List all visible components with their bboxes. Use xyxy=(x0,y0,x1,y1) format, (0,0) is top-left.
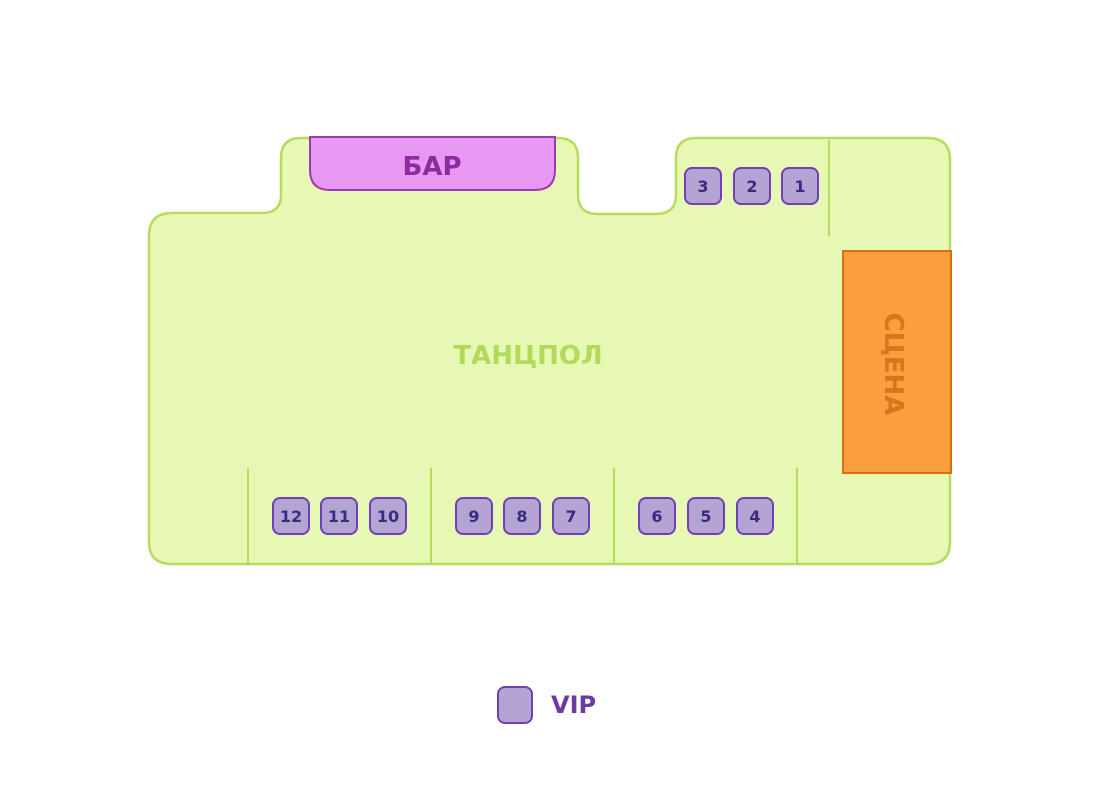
vip-table-box[interactable] xyxy=(638,497,676,535)
vip-table-10[interactable]: 10 xyxy=(369,497,407,535)
vip-table-box[interactable] xyxy=(320,497,358,535)
vip-table-box[interactable] xyxy=(736,497,774,535)
bar-counter xyxy=(309,136,556,191)
vip-table-8[interactable]: 8 xyxy=(503,497,541,535)
vip-legend-swatch xyxy=(497,686,533,724)
bar-label: БАР xyxy=(403,152,462,182)
vip-table-box[interactable] xyxy=(503,497,541,535)
vip-table-box[interactable] xyxy=(455,497,493,535)
vip-legend-label: VIP xyxy=(551,691,597,719)
vip-table-box[interactable] xyxy=(733,167,771,205)
table-dividers xyxy=(247,140,830,564)
vip-table-box[interactable] xyxy=(687,497,725,535)
vip-table-7[interactable]: 7 xyxy=(552,497,590,535)
bar-zone[interactable]: БАР xyxy=(309,136,556,191)
vip-table-11[interactable]: 11 xyxy=(320,497,358,535)
stage-zone[interactable]: СЦЕНА xyxy=(842,250,952,474)
vip-table-6[interactable]: 6 xyxy=(638,497,676,535)
vip-table-box[interactable] xyxy=(684,167,722,205)
vip-table-1[interactable]: 1 xyxy=(781,167,819,205)
vip-table-4[interactable]: 4 xyxy=(736,497,774,535)
vip-table-box[interactable] xyxy=(552,497,590,535)
stage-label: СЦЕНА xyxy=(878,313,908,416)
vip-table-9[interactable]: 9 xyxy=(455,497,493,535)
venue-floor xyxy=(147,136,952,566)
stage xyxy=(842,250,952,474)
vip-table-5[interactable]: 5 xyxy=(687,497,725,535)
vip-table-box[interactable] xyxy=(369,497,407,535)
vip-table-3[interactable]: 3 xyxy=(684,167,722,205)
vip-table-12[interactable]: 12 xyxy=(272,497,310,535)
dance-floor-label: ТАНЦПОЛ xyxy=(453,341,602,371)
vip-table-2[interactable]: 2 xyxy=(733,167,771,205)
vip-table-box[interactable] xyxy=(272,497,310,535)
vip-table-box[interactable] xyxy=(781,167,819,205)
legend: VIP xyxy=(497,684,596,726)
